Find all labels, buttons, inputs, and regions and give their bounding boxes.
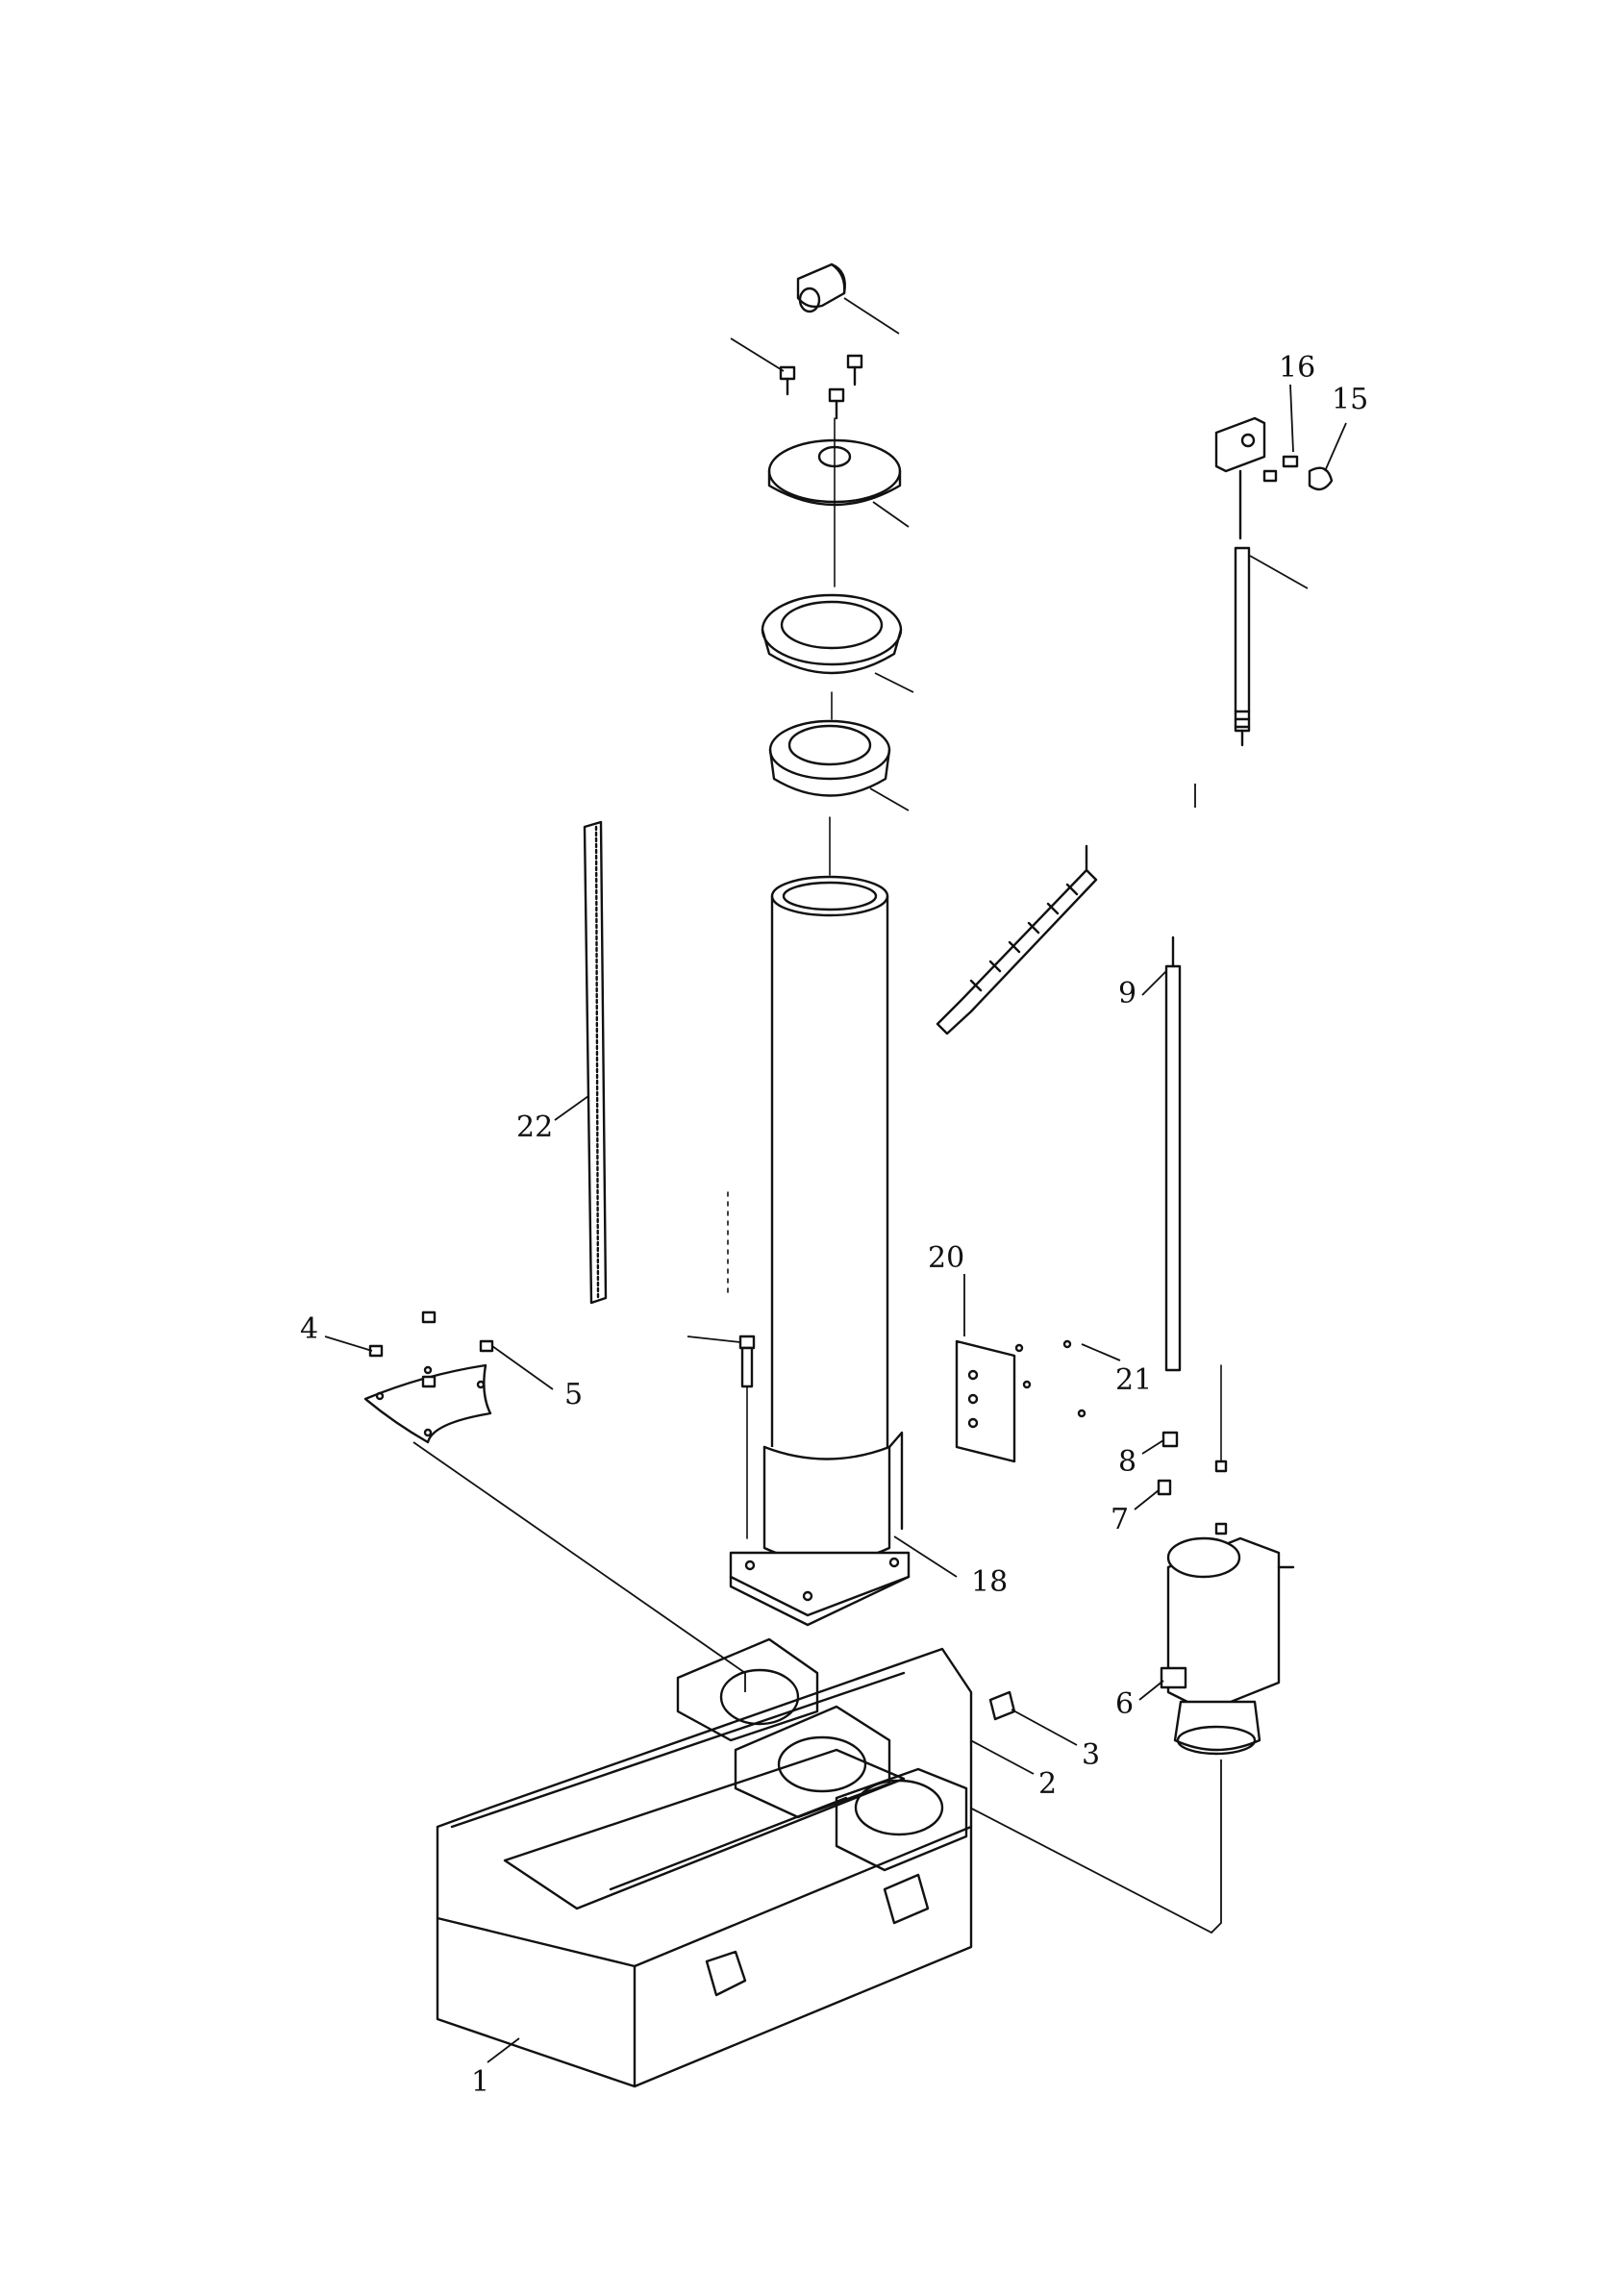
leader-22 xyxy=(555,1096,588,1120)
callout-22: 22 xyxy=(516,1111,553,1144)
leader-bearing-lower xyxy=(870,788,909,811)
leader-bearing-upper xyxy=(875,673,913,692)
leader-6 xyxy=(1139,1681,1163,1700)
leader-7 xyxy=(1135,1490,1159,1510)
leader-3 xyxy=(1011,1710,1077,1745)
vertical-rod xyxy=(1166,937,1180,1370)
leader-pump-to-base xyxy=(933,1759,1221,1933)
bearing-ring-lower xyxy=(770,721,889,796)
leader-4 xyxy=(325,1336,372,1351)
callout-5: 5 xyxy=(564,1378,583,1411)
callout-4: 4 xyxy=(300,1312,318,1346)
leader-upper-rod xyxy=(1250,556,1308,588)
upper-rod xyxy=(1236,548,1249,745)
leader-5 xyxy=(492,1346,553,1389)
rack xyxy=(585,822,606,1303)
callout-15: 15 xyxy=(1332,383,1368,416)
leader-21 xyxy=(1082,1344,1120,1360)
callout-1: 1 xyxy=(471,2065,489,2099)
callout-2: 2 xyxy=(1038,1767,1057,1801)
elbow-fitting xyxy=(798,264,845,312)
callout-21: 21 xyxy=(1115,1363,1152,1397)
bolt xyxy=(740,1336,754,1386)
bracket-assembly xyxy=(1216,418,1332,538)
callout-16: 16 xyxy=(1279,351,1315,385)
leader-8 xyxy=(1142,1440,1163,1454)
leader-top-screw xyxy=(731,338,784,371)
callout-8: 8 xyxy=(1118,1445,1136,1479)
leader-top-flange xyxy=(873,502,909,527)
leader-2 xyxy=(961,1735,1034,1774)
callout-20: 20 xyxy=(928,1241,964,1275)
callout-18: 18 xyxy=(971,1565,1008,1599)
column xyxy=(772,877,887,1469)
leader-9 xyxy=(1142,971,1166,995)
leader-elbow xyxy=(844,298,899,334)
leader-15 xyxy=(1325,423,1346,471)
base xyxy=(437,1639,971,2086)
pump-fittings xyxy=(1159,1433,1226,1534)
coolant-pump xyxy=(1161,1538,1293,1754)
electrical-box xyxy=(957,1341,1085,1461)
top-screws xyxy=(781,356,861,418)
leader-cover-to-base xyxy=(413,1442,745,1692)
callout-7: 7 xyxy=(1111,1503,1129,1536)
callout-9: 9 xyxy=(1118,977,1136,1011)
callout-3: 3 xyxy=(1082,1738,1100,1772)
callout-6: 6 xyxy=(1115,1687,1134,1721)
leader-bolt xyxy=(687,1336,740,1342)
bearing-ring-upper xyxy=(762,595,901,673)
leader-16 xyxy=(1290,385,1293,452)
cover-plate xyxy=(365,1312,492,1442)
column-base xyxy=(731,1433,909,1625)
worm-shaft xyxy=(937,846,1096,1034)
